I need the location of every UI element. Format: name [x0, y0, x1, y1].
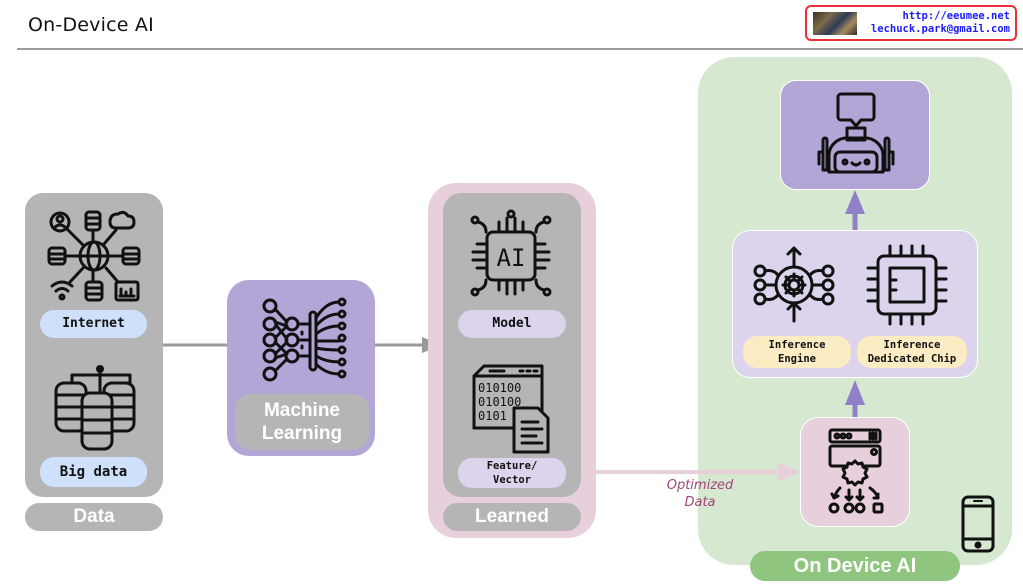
feature-vector-label: Feature/ Vector: [458, 458, 566, 488]
feature-vector-line2: Vector: [493, 474, 531, 486]
internet-network-icon: [47, 210, 141, 302]
inference-engine-line2: Engine: [778, 353, 816, 365]
svg-text:AI: AI: [497, 244, 526, 272]
inference-chip-label: Inference Dedicated Chip: [857, 336, 967, 368]
model-label: Model: [458, 310, 566, 338]
ai-chip-icon: AI: [470, 209, 552, 297]
inference-engine-label: Inference Engine: [743, 336, 851, 368]
optimized-data-line1: Optimized: [666, 478, 734, 493]
robot-assistant-icon: [817, 92, 895, 174]
svg-text:010100: 010100: [478, 381, 521, 395]
profile-thumbnail: [813, 12, 857, 35]
inference-chip-line2: Dedicated Chip: [867, 353, 957, 365]
cpu-chip-icon: [866, 244, 948, 326]
svg-text:010100: 010100: [478, 395, 521, 409]
database-cluster-icon: [54, 365, 136, 451]
big-data-label: Big data: [40, 457, 147, 487]
learned-inner-panel: [443, 193, 581, 497]
on-device-ai-title: On Device AI: [750, 551, 960, 581]
inference-engine-line1: Inference: [768, 339, 826, 351]
machine-learning-line1: Machine: [263, 400, 341, 421]
svg-text:0101: 0101: [478, 409, 507, 423]
header-divider: [17, 48, 1023, 50]
learned-title: Learned: [443, 503, 581, 531]
contact-box: http://eeumee.net lechuck.park@gmail.com: [805, 5, 1017, 41]
contact-url[interactable]: http://eeumee.net: [902, 10, 1010, 22]
data-title: Data: [25, 503, 163, 531]
internet-label: Internet: [40, 310, 147, 338]
inference-chip-line1: Inference: [883, 339, 941, 351]
optimized-data-label: Optimized Data: [650, 477, 750, 511]
page-title: On-Device AI: [28, 14, 154, 36]
feature-vector-line1: Feature/: [486, 460, 538, 472]
contact-email[interactable]: lechuck.park@gmail.com: [870, 23, 1010, 35]
optimized-data-line2: Data: [684, 495, 716, 510]
server-distribution-icon: [828, 428, 884, 514]
binary-document-icon: 010100 010100 0101: [472, 364, 550, 454]
neural-network-icon: [262, 297, 347, 382]
machine-learning-line2: Learning: [261, 423, 343, 444]
smartphone-icon: [961, 495, 995, 553]
machine-learning-title: Machine Learning: [235, 394, 369, 450]
inference-engine-icon: [753, 246, 835, 323]
